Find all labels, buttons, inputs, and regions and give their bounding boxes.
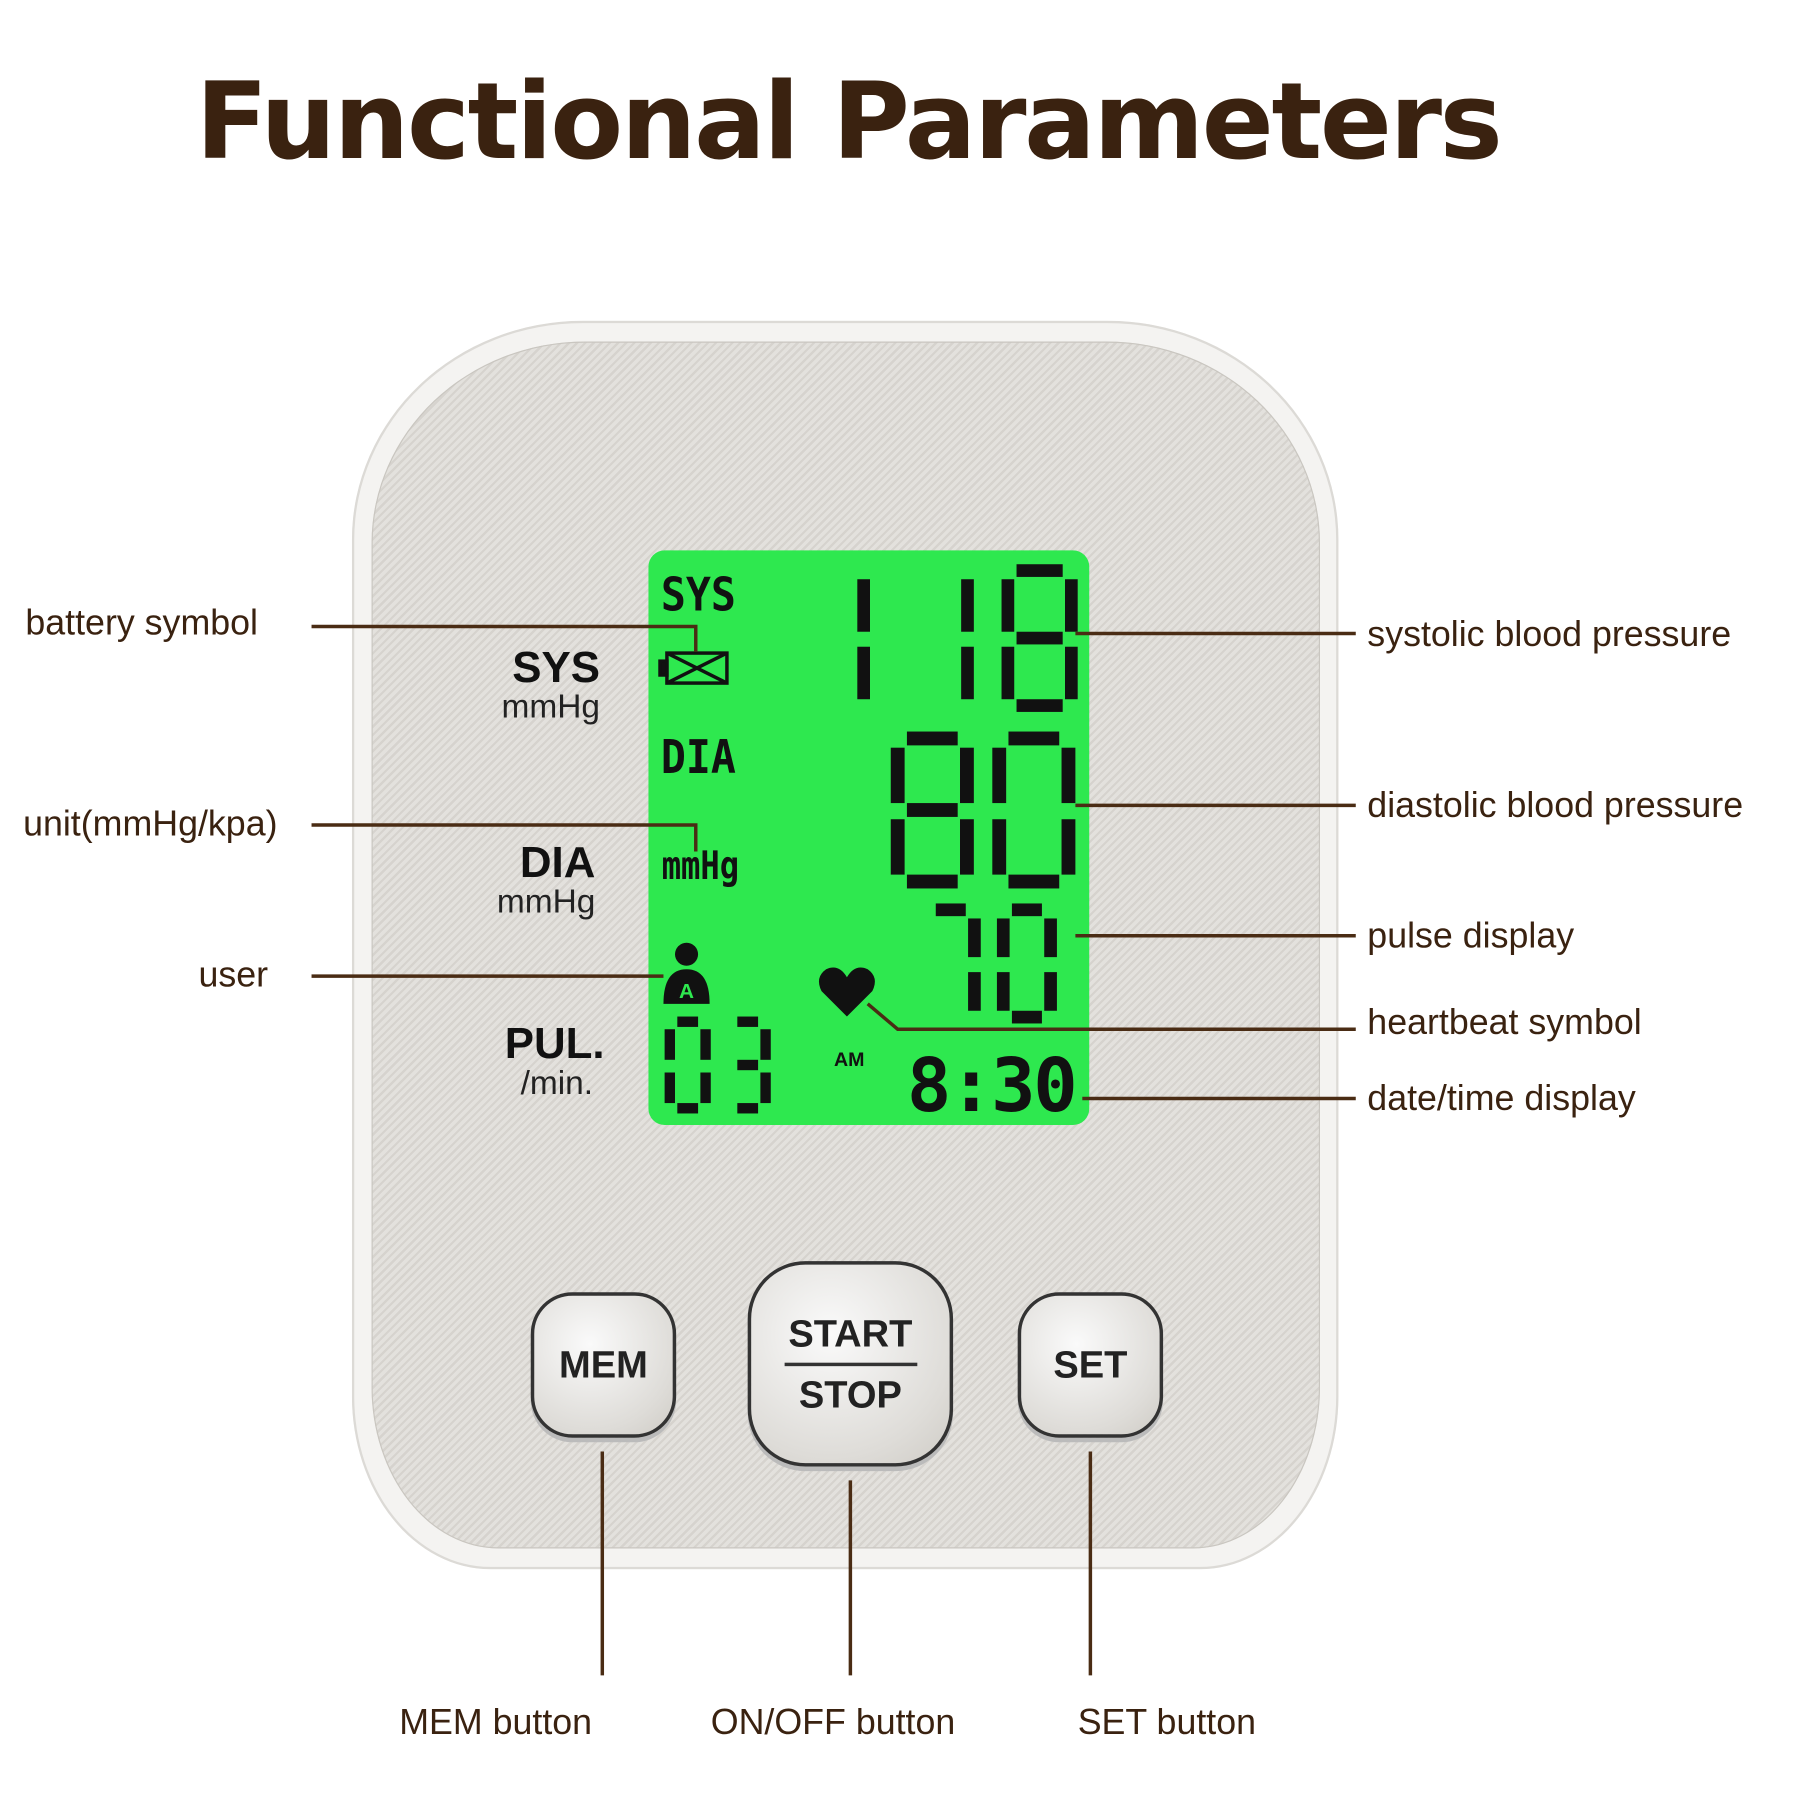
lcd-dia-label: DIA bbox=[661, 731, 736, 785]
page-title: Functional Parameters bbox=[195, 59, 1503, 184]
diastolic-digit-segment bbox=[959, 747, 974, 804]
systolic-digit-segment bbox=[1064, 646, 1078, 700]
button-divider bbox=[784, 1362, 917, 1366]
memory-digit-segment bbox=[677, 1016, 699, 1027]
set-button[interactable]: SET bbox=[1017, 1292, 1164, 1438]
mem-button-label: MEM bbox=[559, 1343, 648, 1386]
callout-systolic: systolic blood pressure bbox=[1367, 613, 1732, 655]
memory-digit-segment bbox=[700, 1029, 711, 1060]
lcd-digits bbox=[664, 564, 1078, 1114]
memory-digit-segment bbox=[737, 1059, 759, 1071]
battery-icon bbox=[658, 651, 729, 685]
callout-pulse: pulse display bbox=[1367, 914, 1575, 956]
pulse-digit-segment bbox=[1044, 918, 1057, 958]
callout-heartbeat: heartbeat symbol bbox=[1367, 1001, 1642, 1042]
diastolic-digit-segment bbox=[992, 747, 1007, 804]
memory-digit-segment bbox=[737, 1016, 759, 1027]
systolic-digit-segment bbox=[1064, 579, 1078, 632]
diastolic-digit-segment bbox=[890, 747, 905, 804]
callout-set-button: SET button bbox=[1077, 1701, 1256, 1743]
pulse-digit-segment bbox=[1011, 903, 1042, 917]
systolic-digit-segment bbox=[961, 579, 974, 632]
pul-unit: /min. bbox=[520, 1064, 594, 1102]
callout-datetime: date/time display bbox=[1367, 1077, 1636, 1119]
lcd-content: SYS DIA mmHg A AM 8:30 bbox=[658, 564, 1078, 1129]
systolic-digit-segment bbox=[1001, 646, 1015, 700]
systolic-digit-segment bbox=[857, 579, 870, 632]
memory-digit-segment bbox=[737, 1103, 759, 1114]
memory-digit-segment bbox=[664, 1029, 675, 1060]
diastolic-digit-segment bbox=[959, 819, 974, 875]
diastolic-digit-segment bbox=[1008, 731, 1060, 746]
time-display: 8:30 bbox=[907, 1043, 1076, 1125]
diastolic-digit-segment bbox=[906, 874, 958, 889]
systolic-digit-segment bbox=[1016, 631, 1063, 645]
sys-label: SYS bbox=[512, 643, 600, 693]
heartbeat-callout-line bbox=[866, 1002, 1356, 1031]
pul-label: PUL. bbox=[504, 1019, 605, 1069]
diastolic-digit-segment bbox=[906, 731, 958, 746]
callout-battery: battery symbol bbox=[25, 602, 258, 643]
systolic-digit-segment bbox=[1016, 699, 1063, 712]
callout-mem-button: MEM button bbox=[399, 1701, 593, 1743]
heart-icon bbox=[818, 967, 875, 1017]
start-label: START bbox=[788, 1311, 913, 1355]
sys-unit: mmHg bbox=[501, 688, 600, 726]
user-letter: A bbox=[679, 980, 694, 1003]
dia-unit: mmHg bbox=[496, 883, 596, 921]
systolic-digit-segment bbox=[1001, 579, 1015, 632]
dia-label: DIA bbox=[519, 838, 596, 888]
callout-diastolic: diastolic blood pressure bbox=[1367, 784, 1744, 825]
memory-digit-segment bbox=[760, 1072, 771, 1104]
panel-label-sys: SYS mmHg bbox=[462, 646, 600, 724]
diastolic-digit-segment bbox=[1008, 874, 1060, 889]
lcd-unit-label: mmHg bbox=[662, 844, 739, 889]
systolic-digit-segment bbox=[961, 646, 974, 700]
memory-digit-segment bbox=[700, 1072, 711, 1104]
pulse-digit-segment bbox=[935, 903, 966, 917]
pulse-digit-segment bbox=[968, 918, 981, 958]
start-stop-button[interactable]: START STOP bbox=[747, 1261, 954, 1467]
user-icon: A bbox=[663, 942, 710, 1004]
pulse-digit-segment bbox=[1011, 1010, 1042, 1024]
callout-user: user bbox=[198, 954, 269, 995]
diastolic-digit-segment bbox=[906, 803, 958, 817]
callout-onoff-button: ON/OFF button bbox=[710, 1701, 956, 1743]
pulse-digit-segment bbox=[996, 918, 1010, 958]
callout-unit: unit(mmHg/kpa) bbox=[23, 803, 278, 844]
set-button-label: SET bbox=[1053, 1343, 1128, 1386]
diastolic-digit-segment bbox=[992, 819, 1007, 875]
am-label: AM bbox=[834, 1049, 865, 1071]
memory-digit-segment bbox=[664, 1072, 675, 1104]
diastolic-digit-segment bbox=[890, 819, 905, 875]
mem-button[interactable]: MEM bbox=[530, 1292, 677, 1438]
memory-digit-segment bbox=[760, 1029, 771, 1060]
pulse-digit-segment bbox=[996, 972, 1010, 1011]
systolic-digit-segment bbox=[1016, 564, 1063, 577]
battery-callout-line bbox=[311, 624, 698, 652]
stop-label: STOP bbox=[798, 1372, 902, 1416]
unit-callout-line bbox=[311, 823, 698, 852]
diastolic-digit-segment bbox=[1061, 819, 1076, 875]
panel-label-dia: DIA mmHg bbox=[462, 841, 596, 919]
pulse-digit-segment bbox=[968, 972, 981, 1011]
diastolic-digit-segment bbox=[1061, 747, 1076, 804]
systolic-digit-segment bbox=[857, 646, 870, 700]
lcd-sys-label: SYS bbox=[661, 568, 736, 622]
memory-digit-segment bbox=[677, 1103, 699, 1114]
pulse-digit-segment bbox=[1044, 972, 1057, 1011]
panel-label-pul: PUL. /min. bbox=[462, 1022, 605, 1100]
